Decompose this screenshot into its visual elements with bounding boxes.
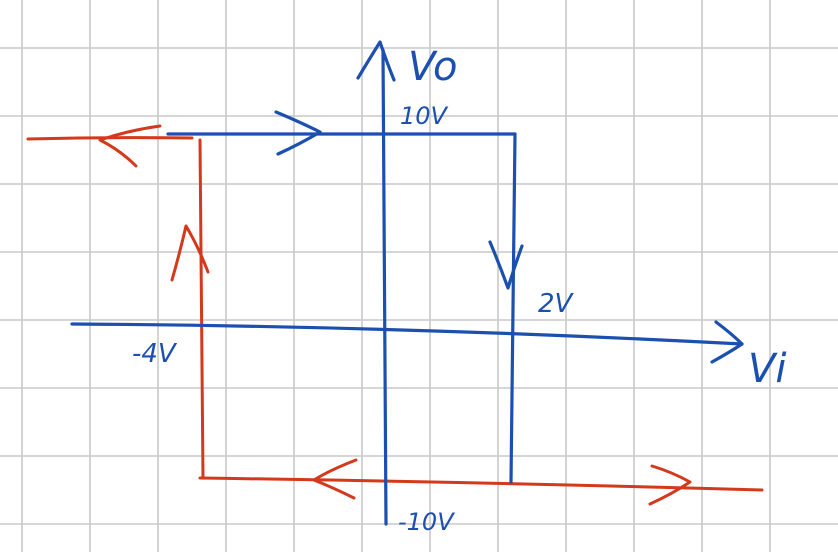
red-right-arrow-bottom bbox=[648, 464, 692, 506]
lower-threshold-label: -4V bbox=[132, 339, 178, 369]
y-axis-arrowhead bbox=[356, 40, 396, 82]
red-trace bbox=[26, 124, 764, 506]
red-vertical-line bbox=[198, 138, 205, 480]
red-left-arrow-top bbox=[98, 124, 162, 168]
red-up-arrow bbox=[170, 224, 210, 282]
red-left-arrow-bottom bbox=[312, 458, 358, 500]
x-axis-arrowhead bbox=[710, 320, 744, 364]
blue-right-vertical bbox=[509, 132, 517, 484]
x-axis-label: Vi bbox=[748, 346, 786, 392]
blue-down-arrow bbox=[488, 240, 524, 290]
y-axis-label: Vo bbox=[408, 44, 458, 90]
blue-right-arrow-top bbox=[274, 110, 322, 156]
labels: Vo Vi 10V -10V 2V -4V bbox=[132, 44, 786, 536]
output-high-label: 10V bbox=[400, 102, 449, 130]
x-axis-line bbox=[70, 322, 744, 346]
output-low-label: -10V bbox=[398, 508, 455, 536]
upper-threshold-label: 2V bbox=[538, 289, 575, 319]
red-bottom-line bbox=[198, 476, 764, 492]
y-axis-line bbox=[381, 48, 388, 526]
blue-trace bbox=[70, 40, 744, 526]
